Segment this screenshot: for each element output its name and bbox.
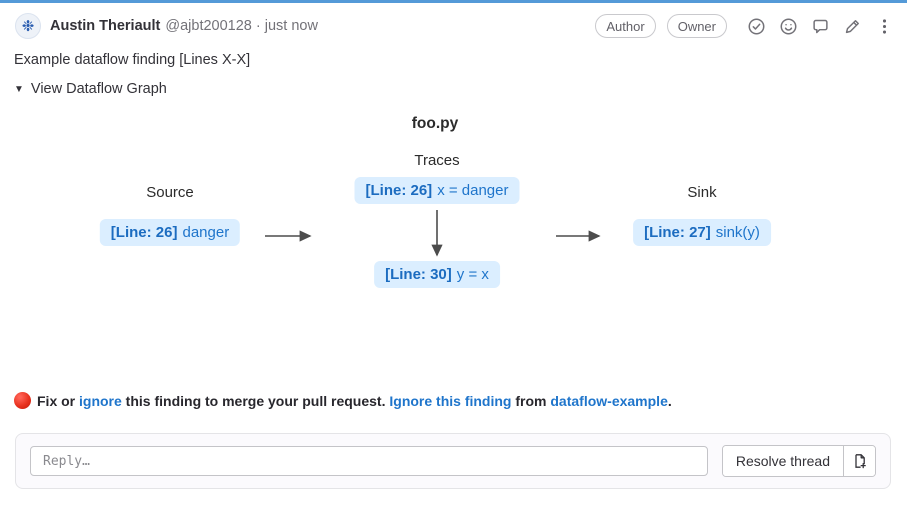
node-line-label: [Line: 26] bbox=[110, 224, 178, 241]
graph-node-trace-1: [Line: 26]x = danger bbox=[354, 177, 520, 204]
more-actions-icon[interactable] bbox=[876, 18, 893, 35]
graph-node-sink: [Line: 27]sink(y) bbox=[633, 219, 771, 246]
edit-icon[interactable] bbox=[844, 18, 861, 35]
node-code: x = danger bbox=[437, 182, 509, 199]
node-code: sink(y) bbox=[715, 224, 760, 241]
create-issue-icon[interactable] bbox=[843, 446, 875, 476]
node-code: danger bbox=[182, 224, 230, 241]
dataflow-graph-toggle[interactable]: ▼ View Dataflow Graph bbox=[14, 81, 167, 97]
note-actions: Author Owner bbox=[584, 14, 893, 38]
comment-icon[interactable] bbox=[812, 18, 829, 35]
ignore-link[interactable]: ignore bbox=[79, 392, 122, 409]
resolve-thread-button[interactable]: Resolve thread bbox=[722, 446, 843, 476]
ignore-this-finding-link[interactable]: Ignore this finding bbox=[389, 392, 512, 409]
dataflow-graph-toggle-label: View Dataflow Graph bbox=[30, 81, 167, 97]
finding-title: Example dataflow finding [Lines X-X] bbox=[14, 52, 251, 68]
author-badge: Author bbox=[595, 14, 656, 38]
add-reaction-icon[interactable] bbox=[780, 18, 797, 35]
node-code: y = x bbox=[456, 266, 489, 283]
avatar[interactable]: ❉ bbox=[15, 13, 41, 39]
reply-input[interactable] bbox=[30, 446, 708, 476]
node-line-label: [Line: 30] bbox=[385, 266, 452, 283]
merge-blocker-alert: Fix or ignore this finding to merge your… bbox=[14, 392, 672, 409]
alert-text: . bbox=[667, 392, 672, 409]
column-label-traces: Traces bbox=[414, 152, 460, 169]
thread-accent-bar bbox=[0, 0, 907, 3]
author-name[interactable]: Austin Theriault bbox=[50, 18, 161, 34]
alert-text: from bbox=[511, 392, 551, 409]
red-circle-icon bbox=[14, 392, 31, 409]
graph-node-source: [Line: 26]danger bbox=[99, 219, 241, 246]
dataflow-example-link[interactable]: dataflow-example bbox=[550, 392, 668, 409]
dataflow-graph: foo.py Traces Source Sink [Line: 26]dang… bbox=[0, 105, 907, 393]
thread-actions-group: Resolve thread bbox=[721, 445, 876, 477]
note-header: ❉ Austin Theriault @ajbt200128 · just no… bbox=[15, 13, 893, 39]
graph-node-trace-2: [Line: 30]y = x bbox=[374, 261, 500, 288]
column-label-source: Source bbox=[146, 184, 194, 201]
reply-container: Resolve thread bbox=[15, 433, 891, 489]
owner-badge: Owner bbox=[666, 14, 727, 38]
graph-edges bbox=[265, 210, 601, 257]
node-line-label: [Line: 26] bbox=[365, 182, 433, 199]
graph-file-title: foo.py bbox=[411, 115, 459, 132]
node-line-label: [Line: 27] bbox=[644, 224, 711, 241]
approve-check-icon[interactable] bbox=[748, 18, 765, 35]
alert-text: this finding to merge your pull request. bbox=[121, 392, 390, 409]
chevron-down-icon: ▼ bbox=[14, 83, 24, 95]
note-action-icons bbox=[733, 18, 893, 35]
author-handle-timestamp: @ajbt200128 · just now bbox=[165, 18, 318, 34]
alert-text: Fix or bbox=[37, 392, 80, 409]
column-label-sink: Sink bbox=[687, 184, 717, 201]
